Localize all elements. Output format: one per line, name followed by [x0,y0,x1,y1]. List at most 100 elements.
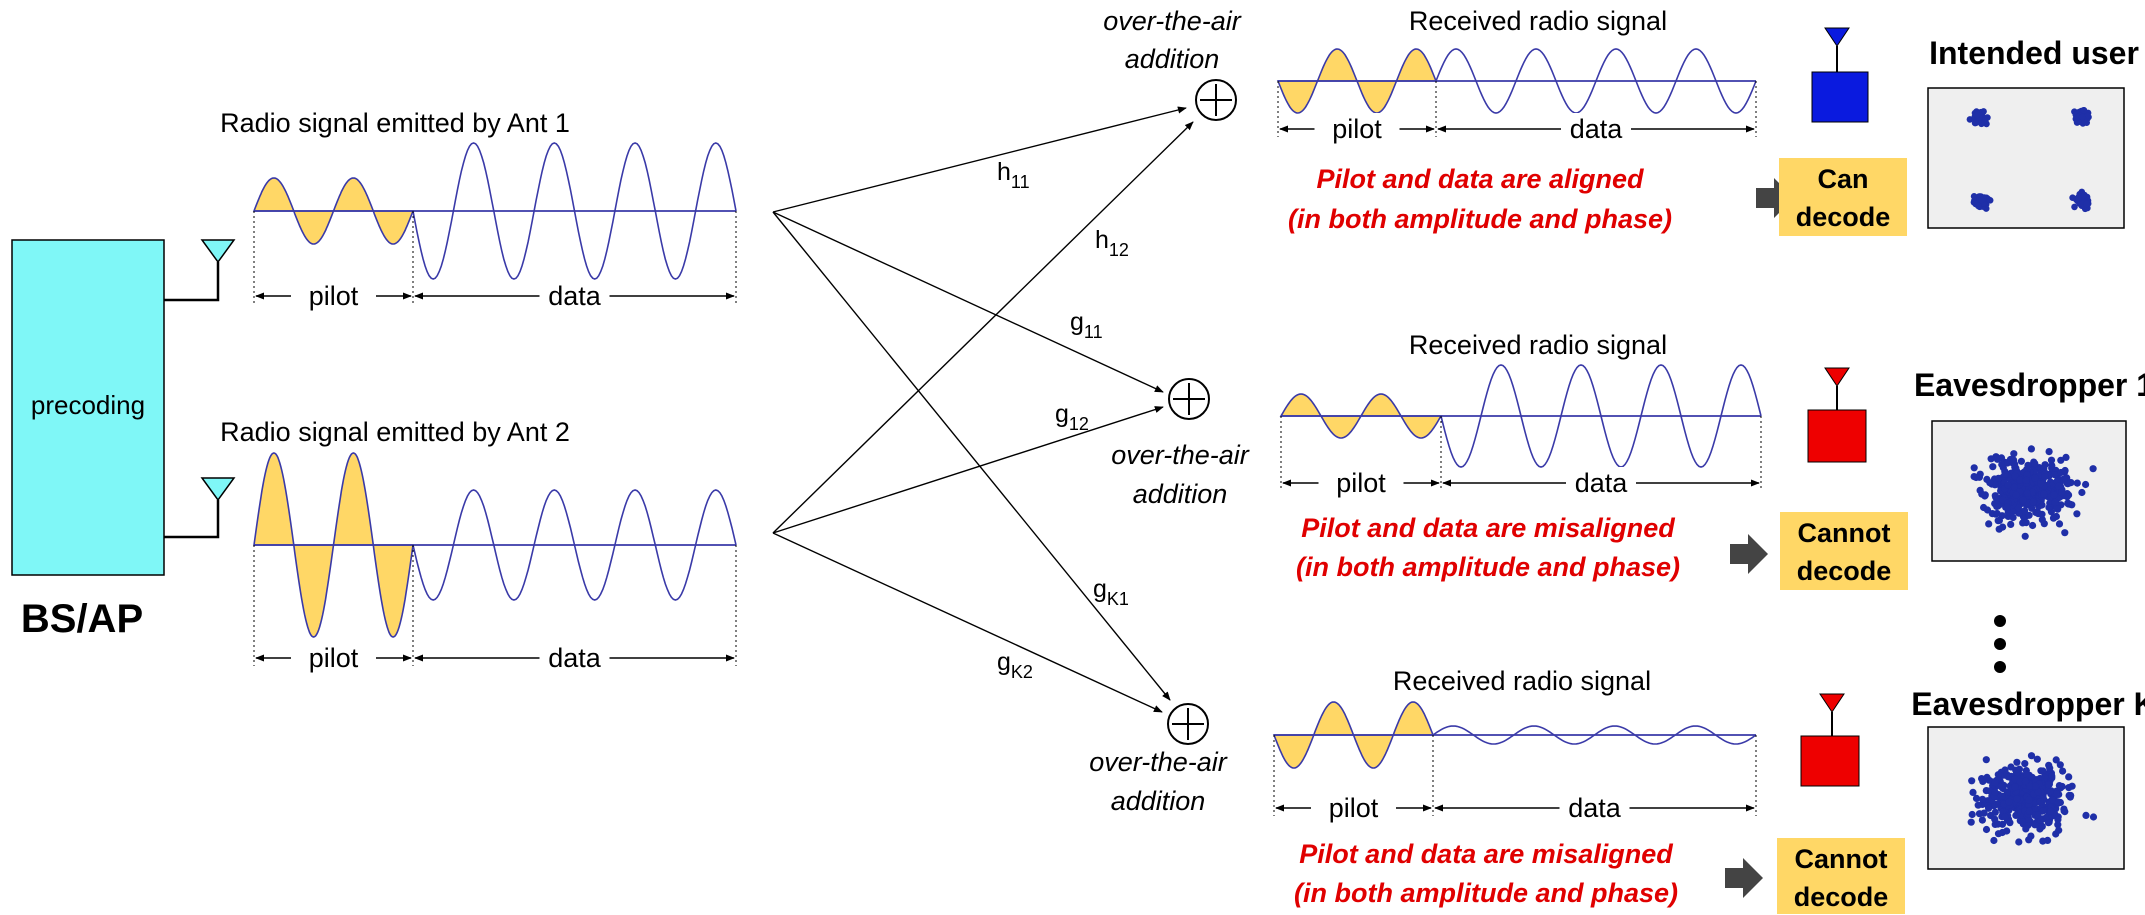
constellation-point [2050,491,2058,499]
constellation-point [2005,798,2013,806]
constellation-point [2080,107,2088,114]
constellation-point [1982,825,1991,834]
wave-r3-pilot-label: pilot [1329,793,1379,823]
wave-r3-data-label-bg [1559,792,1630,822]
received-waveform-1: pilot data [1276,48,1757,144]
wave-r1-data-label-bg [1561,113,1631,143]
constellation-point [2052,756,2060,764]
constellation-point [1978,795,1987,803]
adder-3-line1: over-the-air [1089,747,1228,777]
constellation-point [2016,778,2024,786]
wave-r1-pilot-label-bg [1314,113,1400,143]
emitted-signal-2-title: Radio signal emitted by Ant 2 [220,417,570,447]
constellation-point [2061,529,2069,537]
constellation-point [2029,521,2037,530]
channel-h12-label: h12 [1095,226,1129,260]
constellation-point [2083,200,2090,208]
receiver-3-decode-line2: decode [1794,882,1889,912]
constellation-point [2065,773,2073,781]
wave-r3-pilot-label-bg [1311,792,1396,822]
received-signal-2-title: Received radio signal [1409,330,1667,360]
constellation-point [2058,488,2066,497]
wave-r1-pilot-label: pilot [1332,114,1382,144]
constellation-point [2025,796,2033,804]
constellation-point [2040,490,2048,498]
constellation-point [2004,773,2012,781]
constellation-point [2089,813,2098,821]
constellation-point [1978,196,1986,204]
constellation-point [1991,788,1999,796]
constellation-point [2054,821,2062,829]
eavesdropper-1-antenna-icon [1807,367,1867,463]
wave-e2-data-label: data [548,643,602,673]
constellation-point [2001,813,2009,821]
bs-ap-block: precoding BS/AP [11,239,236,641]
adder-3: over-the-air addition [1089,703,1228,816]
constellation-point [2061,466,2069,475]
constellation-point [2019,496,2027,504]
wave-r2-data-label: data [1575,468,1629,498]
eavesdropper-1-label: Eavesdropper 1 [1914,367,2145,403]
constellation-2-points [1970,445,2097,540]
constellation-point [1967,818,1975,826]
receiver-1-decode-line2: decode [1796,202,1891,232]
constellation-point [2060,807,2068,815]
constellation-point [1973,111,1981,119]
constellation-point [2048,796,2056,804]
constellation-point [2031,460,2039,468]
constellation-point [2025,836,2033,844]
constellation-point [2034,811,2042,819]
constellation-point [2071,203,2078,211]
constellation-point [2045,448,2053,456]
receiver-2-note-line2: (in both amplitude and phase) [1296,552,1680,582]
constellation-point [2010,450,2018,458]
constellation-point [2015,838,2023,846]
constellation-point [2018,818,2026,826]
wave-r1-data-label: data [1570,114,1624,144]
constellation-point [2078,113,2086,121]
wave-r2-data-label-bg [1566,467,1636,497]
constellation-point [2055,520,2064,528]
adder-2: over-the-air addition [1111,378,1250,509]
precoding-label: precoding [31,390,145,420]
constellation-point [2049,514,2058,522]
constellation-point [2003,503,2011,511]
constellation-point [2014,504,2022,512]
constellation-point [2044,819,2053,827]
constellation-point [1987,455,1995,463]
constellation-point [1972,473,1980,482]
constellation-point [1994,830,2003,838]
constellation-point [2045,781,2053,789]
receiver-2-decode-line2: decode [1797,556,1892,586]
adder-1-line1: over-the-air [1103,6,1242,36]
constellation-point [2022,825,2030,833]
channel-arrows: h11 h12 g11 g12 gK1 gK2 [772,106,1194,713]
constellation-point [1994,771,2002,779]
receiver-3-arrow-icon [1725,858,1763,898]
constellation-point [1980,809,1988,817]
constellation-point [1968,810,1976,819]
constellation-point [2022,519,2030,527]
constellation-point [2013,769,2021,777]
emitted-signal-1-title: Radio signal emitted by Ant 1 [220,108,570,138]
receiver-2-arrow-icon [1730,534,1768,574]
constellation-point [2052,790,2060,798]
constellation-point [1993,509,2001,518]
constellation-point [1982,787,1990,795]
constellation-point [2040,520,2048,528]
constellation-point [1969,788,1977,797]
constellation-point [1983,773,1991,782]
constellation-point [1970,193,1978,200]
constellation-point [2037,816,2045,824]
constellation-point [1993,496,2001,504]
constellation-point [2012,491,2020,499]
constellation-point [1974,202,1982,210]
channel-gk1-label: gK1 [1093,575,1129,609]
constellation-point [2041,473,2049,481]
constellation-point [2011,783,2019,791]
